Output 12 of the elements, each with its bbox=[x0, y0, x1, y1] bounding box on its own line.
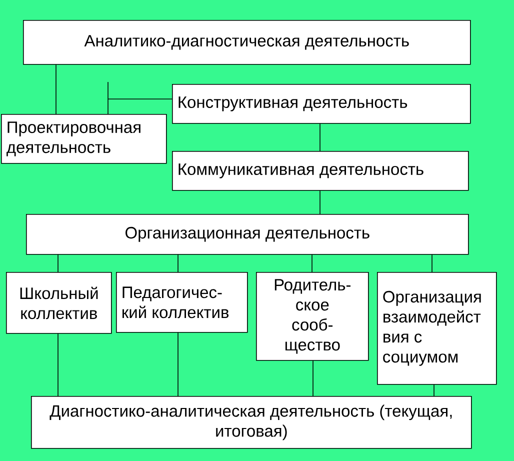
connector-line bbox=[312, 360, 314, 396]
text-box: Организация взаимодейст вия с социумом bbox=[377, 272, 497, 385]
text-box: Школьный коллектив bbox=[6, 272, 112, 334]
text-box: Диагностико-аналитическая деятельность (текущая, итоговая) bbox=[31, 396, 472, 449]
text-box: Организационная деятельность bbox=[26, 214, 469, 255]
text-box: Проектировочная деятельность bbox=[1, 114, 167, 164]
text-box: Конструктивная деятельность bbox=[172, 84, 471, 124]
connector-line bbox=[108, 82, 172, 114]
text-box: Родитель-ское сооб-щество bbox=[256, 272, 369, 361]
text-box: Аналитико-диагностическая деятельность bbox=[23, 20, 471, 65]
text-box: Коммуникативная деятельность bbox=[172, 151, 469, 191]
text-box: Педагогичес-кий коллектив bbox=[116, 272, 248, 333]
